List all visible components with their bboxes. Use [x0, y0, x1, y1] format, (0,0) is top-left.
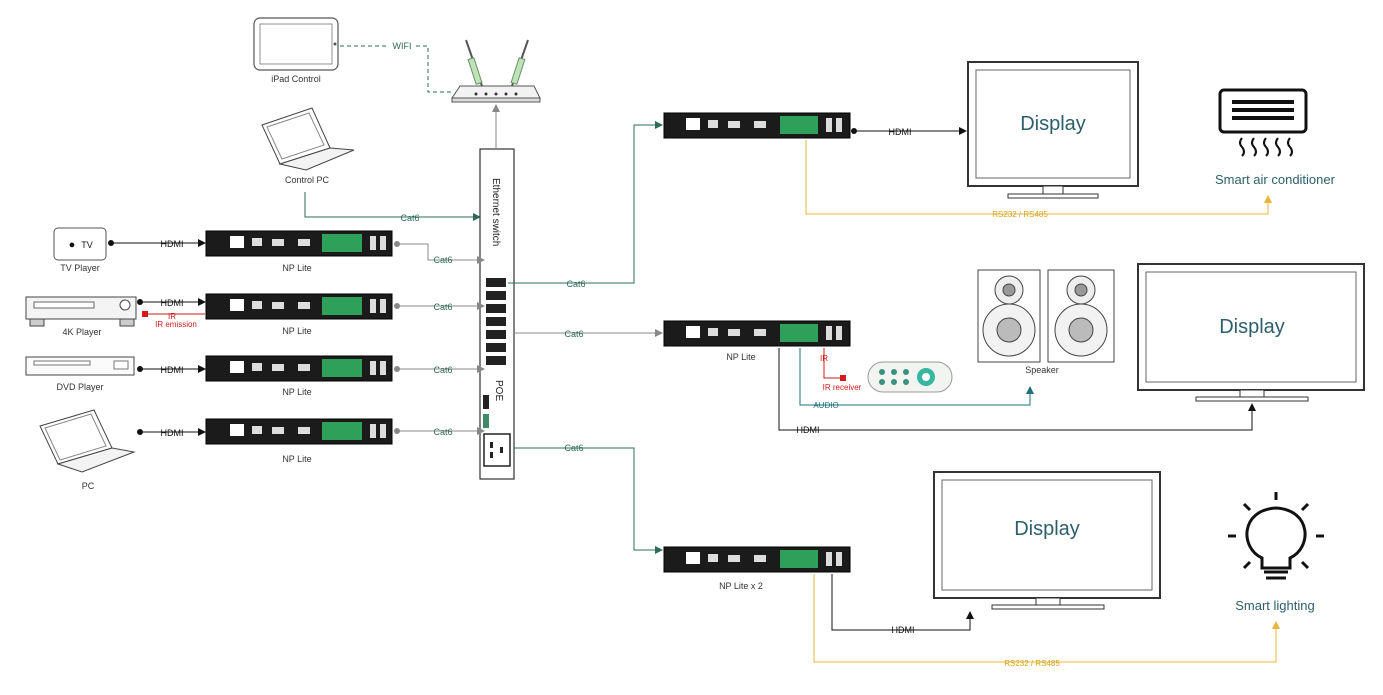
display-2-label: Display — [1219, 316, 1285, 338]
air-conditioner-label: Smart air conditioner — [1215, 172, 1336, 187]
remote-control-icon — [867, 361, 953, 393]
hdmi-label-rx2: HDMI — [797, 425, 820, 435]
cat6-label-rx2: Cat6 — [564, 329, 583, 339]
rx3-label: NP Lite x 2 — [719, 581, 763, 591]
rx3-hdmi-link: HDMI — [831, 574, 974, 635]
rx3-rs232-link: RS232 / RS485 — [813, 574, 1280, 668]
apple-icon: ● — [69, 239, 76, 251]
speaker-label: Speaker — [1025, 365, 1059, 375]
pc-laptop-icon: PC — [39, 409, 136, 491]
pc-label: PC — [82, 481, 95, 491]
switch-ports — [486, 278, 506, 365]
rx2-ir-link: IR IR receiver — [820, 348, 862, 392]
display-3-label: Display — [1014, 518, 1080, 540]
wifi-link: WIFI — [340, 41, 452, 93]
player-4k-label: 4K Player — [62, 327, 101, 337]
rx2-label: NP Lite — [726, 352, 755, 362]
ir-emission-link: IR IR emission — [142, 311, 205, 329]
lighting-label: Smart lighting — [1235, 598, 1314, 613]
cat6-label-tx1: Cat6 — [433, 255, 452, 265]
hdmi-label-rx3: HDMI — [892, 625, 915, 635]
rx1-hdmi-link: HDMI — [851, 127, 967, 137]
switch-label: Ethernet switch — [490, 178, 501, 246]
air-conditioner-icon: Smart air conditioner — [1215, 88, 1336, 187]
light-bulb-icon: Smart lighting — [1228, 492, 1324, 613]
dvd-player: DVD Player — [25, 356, 135, 392]
np-lite-tx-2: NP Lite — [205, 293, 393, 336]
display-1-label: Display — [1020, 113, 1086, 135]
tv-player-label: TV Player — [60, 263, 100, 273]
tx4-label: NP Lite — [282, 454, 311, 464]
hdmi-label-pc: HDMI — [161, 428, 184, 438]
tx2-label: NP Lite — [282, 326, 311, 336]
ir-receiver-label: IR receiver — [823, 383, 862, 392]
ipad-device: iPad Control — [253, 17, 339, 84]
rs232-label-1: RS232 / RS485 — [992, 210, 1048, 219]
display-2: Display — [1137, 263, 1365, 402]
ethernet-switch: Ethernet switch POE — [479, 148, 515, 480]
np-lite-rx-3: NP Lite x 2 — [663, 546, 851, 591]
display-1: Display — [967, 61, 1139, 199]
np-lite-rx-2: NP Lite — [663, 320, 851, 362]
cat6-label-tx3: Cat6 — [433, 365, 452, 375]
ir-label: IR — [168, 312, 176, 321]
router-icon — [451, 39, 541, 103]
wifi-label: WIFI — [393, 41, 412, 51]
hdmi-label-tv: HDMI — [161, 239, 184, 249]
cat6-label-rx1: Cat6 — [566, 279, 585, 289]
cat6-label-tx2: Cat6 — [433, 302, 452, 312]
display-3: Display — [933, 471, 1161, 610]
ir-emission-label: IR emission — [155, 320, 197, 329]
hdmi-label-4k: HDMI — [161, 298, 184, 308]
cat6-label-rx3: Cat6 — [564, 443, 583, 453]
player-4k: 4K Player — [25, 296, 137, 337]
np-lite-rx-1 — [663, 112, 851, 139]
rx-cat6-links: Cat6 Cat6 Cat6 — [508, 121, 663, 554]
rs232-label-2: RS232 / RS485 — [1004, 659, 1060, 668]
control-pc-laptop-icon: Control PC — [261, 107, 355, 185]
hdmi-label-dvd: HDMI — [161, 365, 184, 375]
source-hdmi-links: HDMI HDMI HDMI HDMI — [108, 239, 206, 438]
tx3-label: NP Lite — [282, 387, 311, 397]
power-socket-icon — [483, 433, 511, 467]
rx2-audio-link: AUDIO — [799, 348, 1034, 410]
tv-logo-text: TV — [81, 240, 93, 250]
tx1-label: NP Lite — [282, 263, 311, 273]
ir-label-rx: IR — [820, 354, 828, 363]
rx2-hdmi-link: HDMI — [778, 348, 1256, 435]
tv-player: ● TV TV Player — [53, 227, 107, 273]
control-pc-label: Control PC — [285, 175, 330, 185]
np-lite-tx-3: NP Lite — [205, 355, 393, 397]
dvd-player-label: DVD Player — [56, 382, 103, 392]
tx-cat6-links: Cat6 Cat6 Cat6 Cat6 — [394, 241, 485, 437]
np-lite-tx-1: NP Lite — [205, 230, 393, 273]
cat6-label-tx4: Cat6 — [433, 427, 452, 437]
speaker-icon: Speaker — [977, 269, 1115, 375]
hdmi-label-rx1: HDMI — [889, 127, 912, 137]
control-pc-cat6-link — [304, 192, 481, 221]
audio-label: AUDIO — [813, 401, 838, 410]
ipad-label: iPad Control — [271, 74, 321, 84]
np-lite-tx-4: NP Lite — [205, 418, 393, 464]
poe-label: POE — [493, 380, 504, 401]
control-pc-cat6-label: Cat6 — [400, 213, 419, 223]
rx1-rs232-link: RS232 / RS485 — [805, 140, 1272, 219]
